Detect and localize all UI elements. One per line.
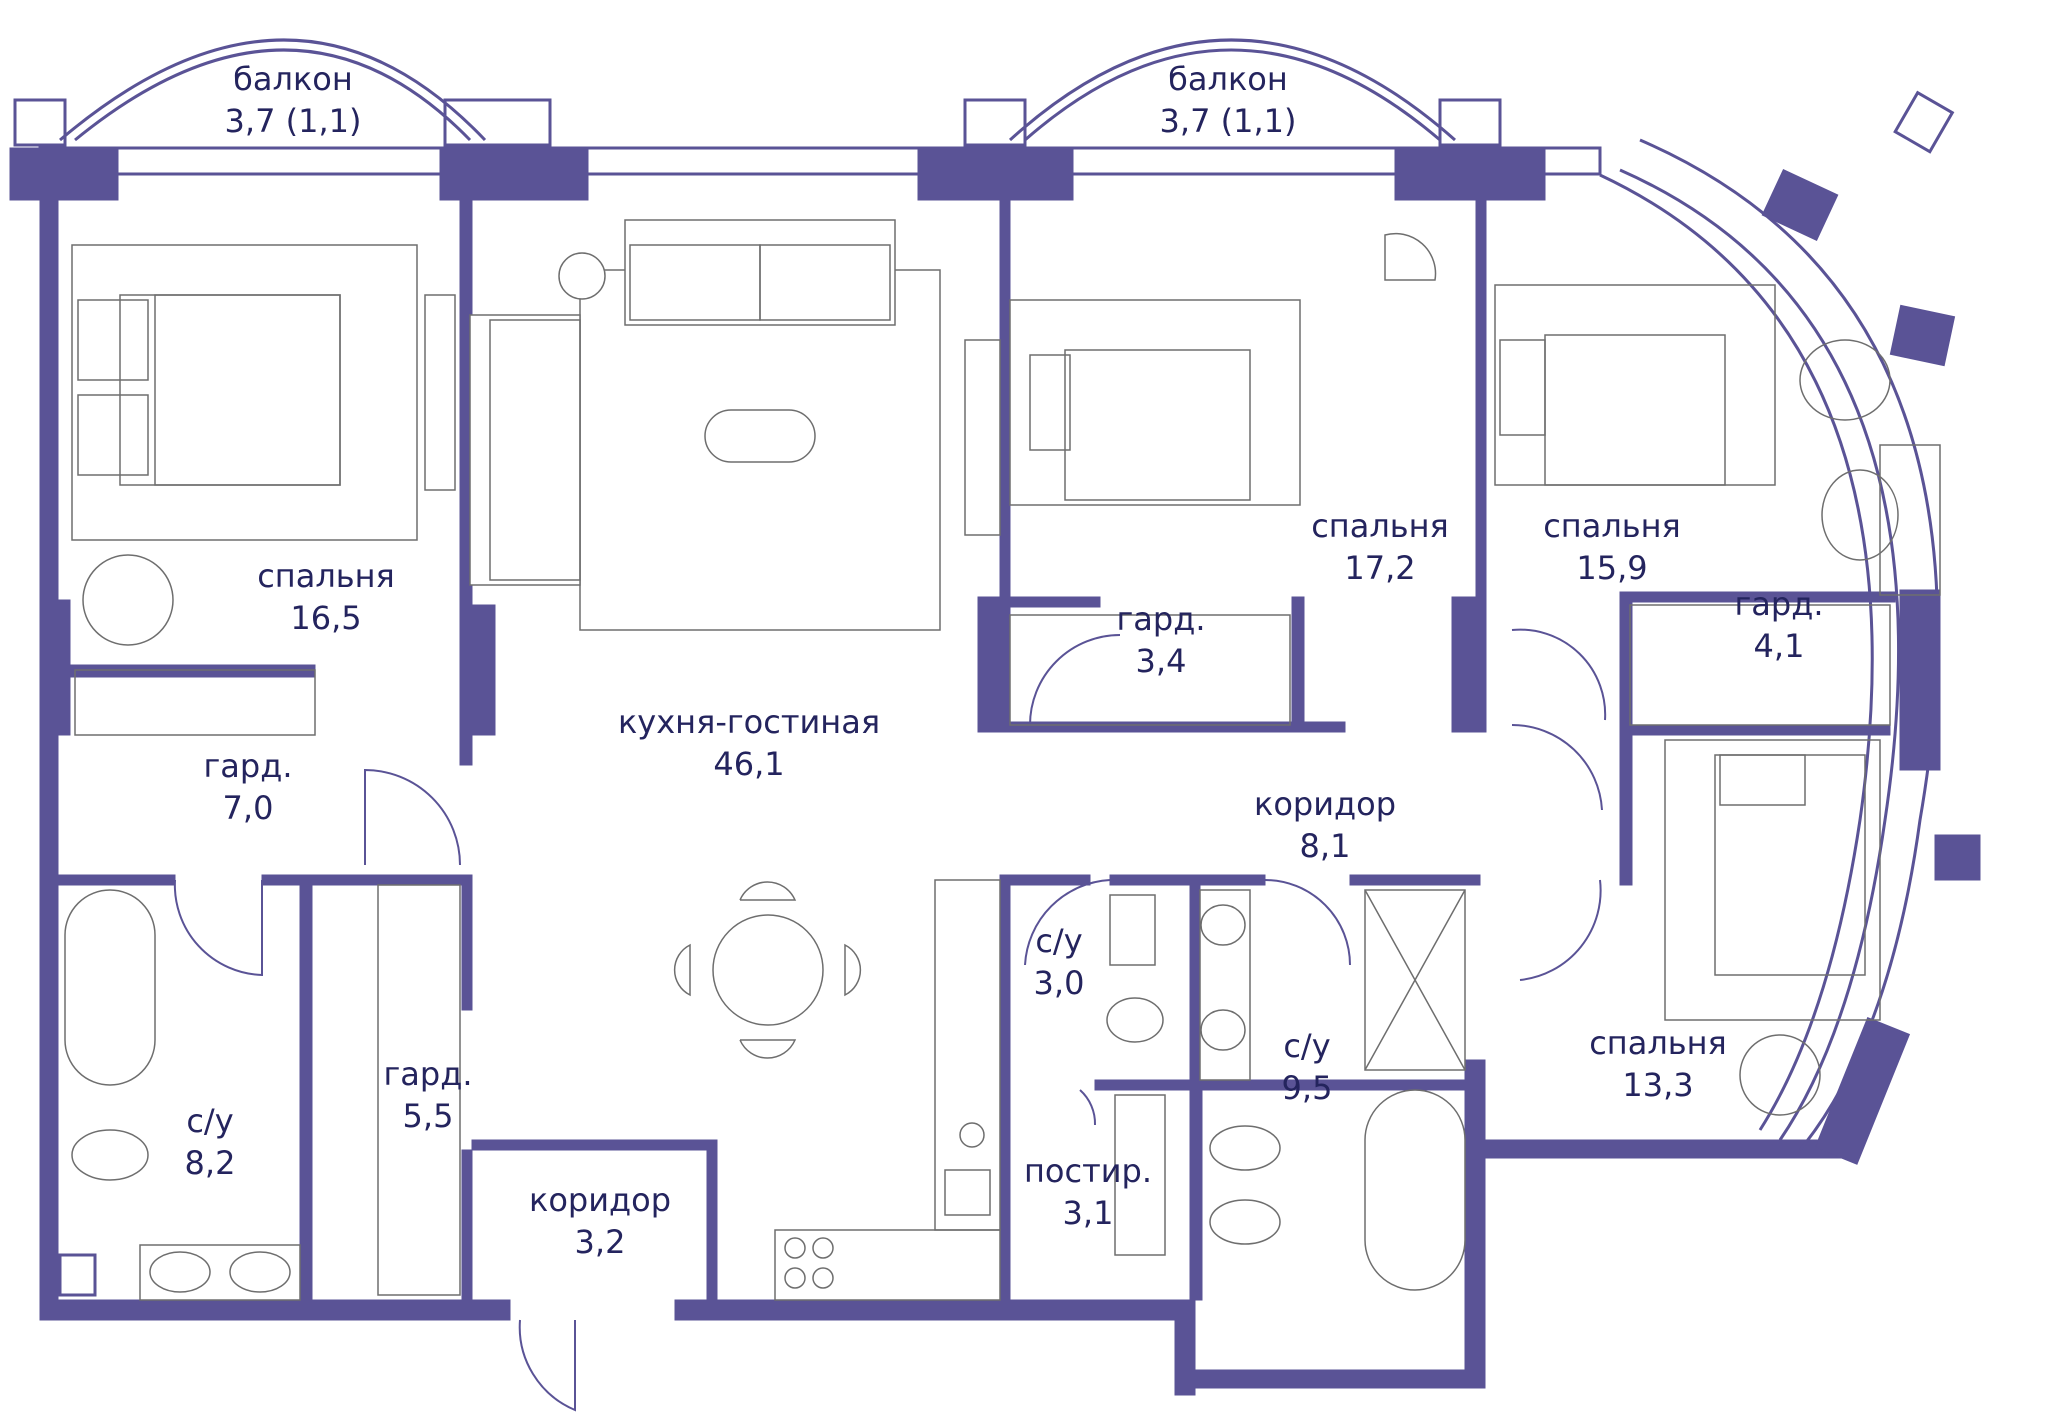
room-name: спальня (1311, 507, 1449, 545)
room-wardrobe-4: гард. 5,5 (383, 1053, 472, 1137)
room-balcony-left: балкон 3,7 (1,1) (225, 58, 362, 142)
furniture (58, 219, 1941, 1301)
doors (173, 628, 1607, 1412)
room-corridor-2: коридор 3,2 (529, 1179, 671, 1263)
room-area: 15,9 (1576, 549, 1648, 587)
room-wardrobe-2: гард. 4,1 (1734, 583, 1823, 667)
room-area: 3,1 (1062, 1194, 1114, 1232)
room-name: с/у (1035, 922, 1083, 960)
room-area: 7,0 (222, 789, 274, 827)
room-name: гард. (203, 747, 293, 785)
room-area: 4,1 (1753, 627, 1805, 665)
room-name: с/у (186, 1102, 234, 1140)
room-name: балкон (1168, 60, 1288, 98)
walls (9, 90, 1981, 1396)
room-area: 46,1 (713, 745, 785, 783)
room-bedroom-2: спальня 17,2 (1311, 505, 1449, 589)
room-name: балкон (233, 60, 353, 98)
room-bedroom-3: спальня 15,9 (1543, 505, 1681, 589)
room-name: спальня (257, 557, 395, 595)
room-name: гард. (1116, 600, 1206, 638)
room-area: 9,5 (1281, 1069, 1333, 1107)
room-laundry: постир. 3,1 (1024, 1150, 1152, 1234)
room-bathroom-3: с/у 8,2 (185, 1100, 236, 1184)
room-wardrobe-3: гард. 7,0 (203, 745, 292, 829)
room-wardrobe-1: гард. 3,4 (1116, 598, 1205, 682)
room-name: коридор (528, 1181, 672, 1219)
room-kitchen-living: кухня-гостиная 46,1 (618, 701, 880, 785)
room-name: гард. (383, 1055, 473, 1093)
room-balcony-right: балкон 3,7 (1,1) (1160, 58, 1297, 142)
balcony-right (963, 38, 1502, 147)
room-bedroom-1: спальня 16,5 (257, 555, 395, 639)
room-name: гард. (1734, 585, 1824, 623)
room-area: 17,2 (1344, 549, 1416, 587)
room-area: 3,7 (1,1) (224, 102, 362, 140)
room-name: спальня (1589, 1024, 1727, 1062)
room-area: 8,1 (1299, 827, 1351, 865)
room-corridor-1: коридор 8,1 (1254, 783, 1396, 867)
room-name: коридор (1253, 785, 1397, 823)
room-area: 8,2 (184, 1144, 236, 1182)
room-bathroom-2: с/у 9,5 (1282, 1025, 1333, 1109)
room-area: 3,4 (1135, 642, 1187, 680)
balcony-left (13, 38, 552, 147)
room-area: 3,7 (1,1) (1159, 102, 1297, 140)
room-bedroom-4: спальня 13,3 (1589, 1022, 1727, 1106)
room-name: кухня-гостиная (617, 703, 881, 741)
room-name: постир. (1023, 1152, 1153, 1190)
room-area: 3,2 (574, 1223, 626, 1261)
room-area: 3,0 (1033, 964, 1085, 1002)
room-area: 16,5 (290, 599, 362, 637)
room-area: 13,3 (1622, 1066, 1694, 1104)
room-name: с/у (1283, 1027, 1331, 1065)
room-bathroom-1: с/у 3,0 (1034, 920, 1085, 1004)
room-area: 5,5 (402, 1097, 454, 1135)
room-name: спальня (1543, 507, 1681, 545)
